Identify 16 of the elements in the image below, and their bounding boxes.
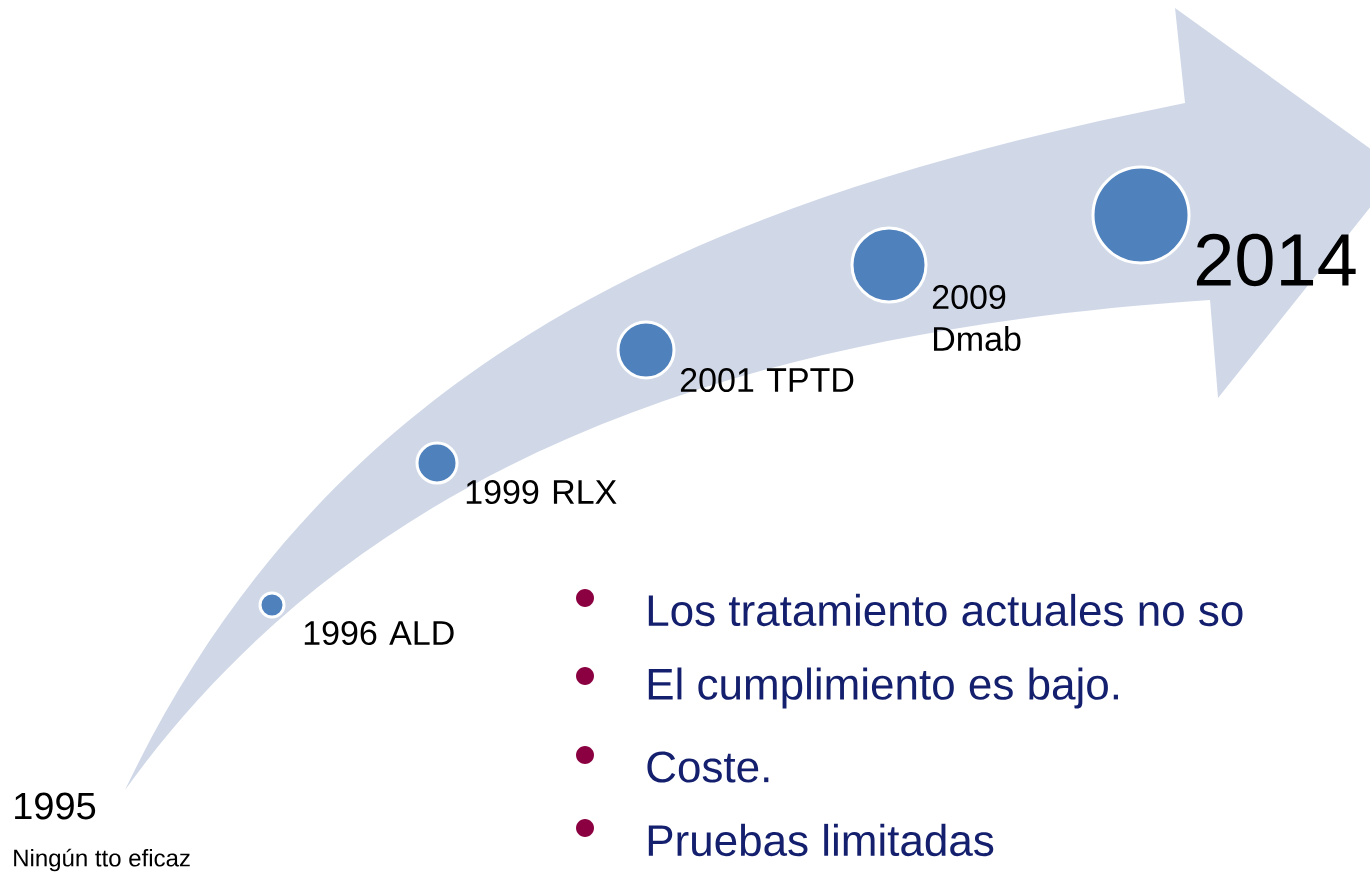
- bullet-text: Pruebas limitadas: [648, 823, 994, 857]
- bullet-text: El cumplimiento es bajo.: [648, 667, 1118, 709]
- timeline-dot: [415, 441, 459, 485]
- year-label: 2014: [1196, 233, 1356, 287]
- timeline-dot: [1091, 165, 1191, 265]
- year-label: 1996 ALD: [304, 620, 454, 646]
- bullet-text: Los tratamiento actuales no so: [648, 593, 1243, 627]
- year-label: 1995: [15, 792, 96, 820]
- note-text: Ningún tto eficaz: [14, 848, 190, 872]
- timeline-dot: [850, 226, 928, 304]
- year-label: 2009 Dmab: [932, 284, 1021, 352]
- timeline-dot: [258, 591, 286, 619]
- timeline-dot: [616, 320, 676, 380]
- year-label: 2001 TPTD: [680, 367, 854, 393]
- bullet-text: Coste.: [647, 751, 769, 783]
- year-label: 1999 RLX: [466, 479, 617, 505]
